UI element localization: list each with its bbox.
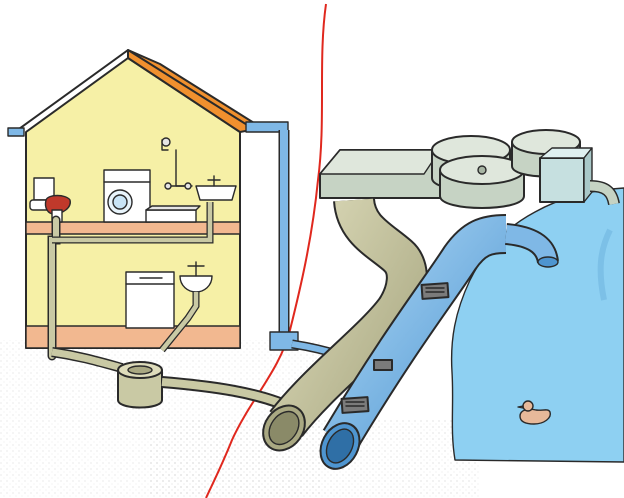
shower-tray-icon <box>146 206 200 222</box>
manhole-icon <box>118 362 162 408</box>
ground-floor-slab <box>26 326 240 348</box>
gutter-left <box>8 128 24 136</box>
tank-icon <box>320 130 614 208</box>
dishwasher-icon <box>126 272 174 328</box>
washing-machine-icon <box>104 170 150 222</box>
